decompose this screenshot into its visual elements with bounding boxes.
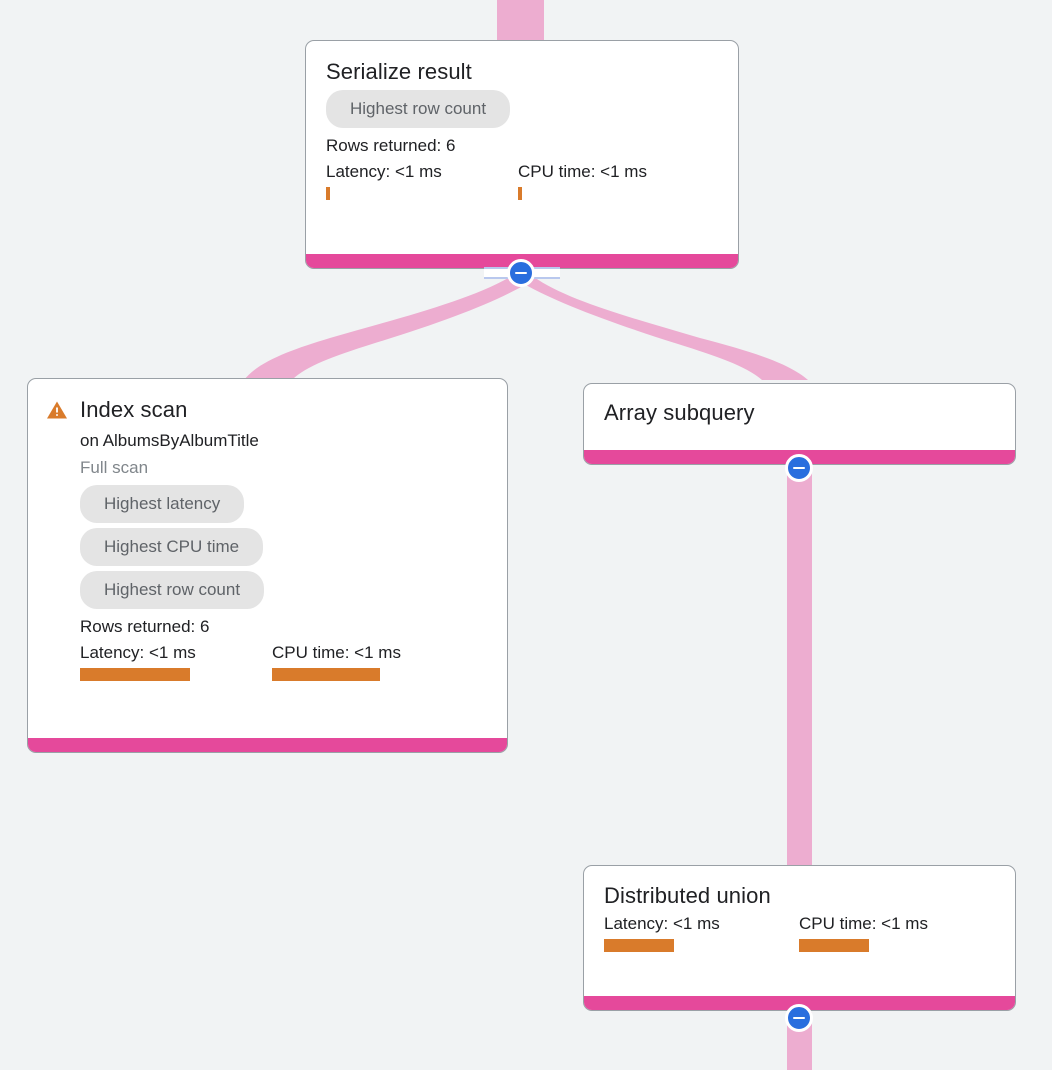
metric-cpu-time-bar [518, 187, 522, 201]
node-title-row: Distributed union [604, 883, 995, 908]
node-accent-bar [584, 996, 1015, 1010]
node-accent-bar [28, 738, 507, 752]
node-detail-group: on AlbumsByAlbumTitle Full scan Highest … [46, 428, 487, 681]
collapse-button-serialize-result[interactable] [507, 259, 535, 287]
node-scan-type: Full scan [80, 457, 149, 477]
metric-cpu-time-label: CPU time: <1 ms [272, 642, 401, 662]
metric-latency-bar [326, 187, 330, 201]
node-metrics: Latency: <1 ms CPU time: <1 ms [326, 162, 718, 201]
node-metrics: Latency: <1 ms CPU time: <1 ms [604, 914, 995, 953]
metric-cpu-time: CPU time: <1 ms [799, 914, 928, 953]
node-metrics: Latency: <1 ms CPU time: <1 ms [80, 643, 487, 681]
node-title-row: Index scan [46, 397, 487, 422]
metric-latency: Latency: <1 ms [80, 643, 272, 681]
node-chip-list: Highest latency Highest CPU time Highest… [80, 484, 487, 609]
chip-highest-latency: Highest latency [80, 484, 245, 523]
edge-array-subquery-to-distributed-union [787, 462, 812, 872]
node-body: Index scan on AlbumsByAlbumTitle Full sc… [28, 379, 507, 738]
metric-latency-bar [604, 939, 674, 953]
warning-icon [47, 401, 67, 419]
node-chip-list: Highest row count [326, 90, 718, 129]
node-title: Distributed union [604, 883, 771, 908]
metric-latency-bar [80, 667, 190, 681]
collapse-button-distributed-union[interactable] [785, 1004, 813, 1032]
node-title: Serialize result [326, 59, 472, 84]
node-body: Serialize result Highest row count Rows … [306, 41, 738, 254]
metric-latency: Latency: <1 ms [326, 162, 518, 201]
node-subtitle: on AlbumsByAlbumTitle [80, 431, 259, 451]
metric-cpu-time-bar [272, 667, 380, 681]
chip-highest-row-count: Highest row count [80, 570, 265, 609]
metric-cpu-time-label: CPU time: <1 ms [799, 914, 928, 934]
metric-latency-label: Latency: <1 ms [604, 914, 720, 934]
metric-latency-label: Latency: <1 ms [326, 162, 442, 182]
collapse-button-array-subquery[interactable] [785, 454, 813, 482]
node-body: Array subquery [584, 384, 1015, 450]
edge-parent-to-serialize-result [497, 0, 544, 44]
node-title: Index scan [80, 397, 188, 422]
rows-returned: Rows returned: 6 [80, 616, 210, 636]
plan-node-index-scan[interactable]: Index scan on AlbumsByAlbumTitle Full sc… [27, 378, 508, 753]
minus-icon [793, 1016, 805, 1020]
metric-cpu-time-bar [799, 939, 869, 953]
chip-highest-row-count: Highest row count [326, 90, 511, 129]
plan-node-serialize-result[interactable]: Serialize result Highest row count Rows … [305, 40, 739, 269]
minus-icon [515, 271, 527, 275]
plan-node-distributed-union[interactable]: Distributed union Latency: <1 ms CPU tim… [583, 865, 1016, 1011]
node-title-row: Array subquery [604, 400, 995, 425]
node-title: Array subquery [604, 400, 755, 425]
minus-icon [793, 466, 805, 470]
metric-cpu-time-label: CPU time: <1 ms [518, 162, 647, 182]
edge-serialize-result-to-index-scan [244, 277, 528, 380]
node-title-row: Serialize result [326, 59, 718, 84]
metric-cpu-time: CPU time: <1 ms [518, 162, 647, 201]
node-body: Distributed union Latency: <1 ms CPU tim… [584, 866, 1015, 996]
chip-highest-cpu-time: Highest CPU time [80, 527, 264, 566]
plan-node-array-subquery[interactable]: Array subquery [583, 383, 1016, 465]
edge-serialize-result-to-array-subquery [524, 277, 808, 380]
metric-cpu-time: CPU time: <1 ms [272, 643, 401, 681]
metric-latency: Latency: <1 ms [604, 914, 799, 953]
metric-latency-label: Latency: <1 ms [80, 642, 196, 662]
rows-returned: Rows returned: 6 [326, 136, 456, 156]
